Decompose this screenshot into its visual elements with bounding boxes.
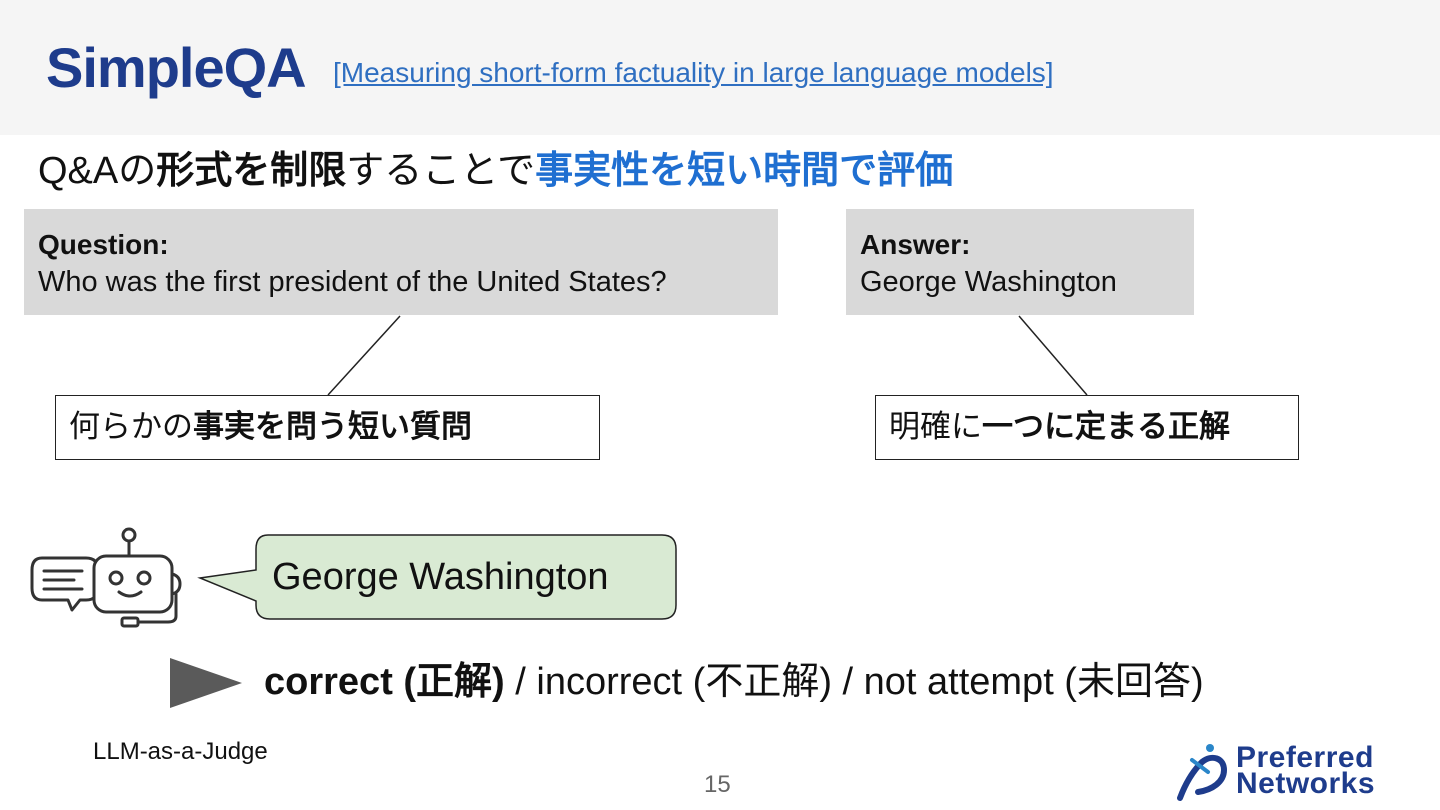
speech-bubble <box>197 534 677 620</box>
logo-text-line2: Networks <box>1236 767 1376 800</box>
answer-note-bold: 一つに定まる正解 <box>982 409 1230 444</box>
logo-text-line1: Preferred <box>1236 741 1374 774</box>
judgement-others: / incorrect (不正解) / not attempt (未回答) <box>504 661 1204 703</box>
judge-label: LLM-as-a-Judge <box>93 738 268 765</box>
model-response-text: George Washington <box>272 556 609 598</box>
page-number: 15 <box>704 771 731 798</box>
judgement-correct: correct (正解) <box>264 661 505 703</box>
question-note-plain: 何らかの <box>69 409 193 444</box>
answer-note: 明確に一つに定まる正解 <box>875 395 1299 460</box>
header-band <box>0 0 1440 135</box>
chatbot-icon <box>30 527 182 628</box>
subtitle-part-2: 形式を制限 <box>156 150 347 192</box>
answer-box: Answer: George Washington <box>846 209 1194 315</box>
question-box: Question: Who was the first president of… <box>24 209 778 315</box>
slide-title: SimpleQA <box>46 36 307 99</box>
answer-connector <box>1018 315 1088 396</box>
play-arrow-icon <box>170 658 242 708</box>
question-connector <box>327 315 401 396</box>
reference-link[interactable]: [Measuring short-form factuality in larg… <box>333 57 1054 88</box>
subtitle-part-1: Q&Aの <box>38 150 157 192</box>
subtitle-part-3: することで <box>346 150 536 192</box>
question-note-bold: 事実を問う短い質問 <box>193 409 472 444</box>
question-label: Question: <box>38 229 169 260</box>
answer-note-plain: 明確に <box>889 409 982 444</box>
company-logo: Preferred Networks <box>1172 742 1422 802</box>
logo-mark-icon <box>1177 744 1228 801</box>
answer-label: Answer: <box>860 229 971 260</box>
question-note: 何らかの事実を問う短い質問 <box>55 395 600 460</box>
subtitle-highlight: 事実性を短い時間で評価 <box>535 150 954 192</box>
answer-text: George Washington <box>860 266 1117 298</box>
question-text: Who was the first president of the Unite… <box>38 266 667 298</box>
judgement-options: correct (正解) / incorrect (不正解) / not att… <box>264 657 1204 707</box>
slide-subtitle: Q&Aの形式を制限することで事実性を短い時間で評価 <box>38 146 953 196</box>
